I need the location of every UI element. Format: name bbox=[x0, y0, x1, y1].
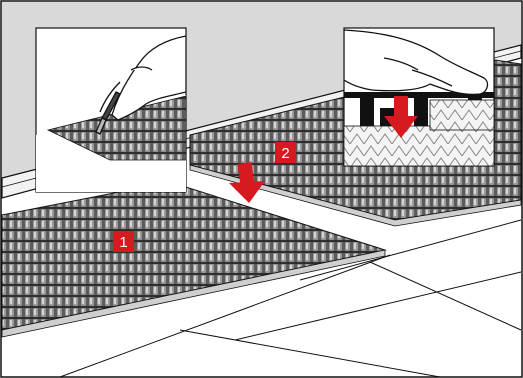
step-badge-1: 1 bbox=[113, 231, 134, 252]
inset-pressing bbox=[344, 28, 494, 166]
step-number: 2 bbox=[281, 145, 289, 162]
inset-cutting bbox=[36, 28, 186, 192]
step-badge-2: 2 bbox=[275, 142, 296, 163]
insulation-dark bbox=[430, 100, 494, 130]
step-number: 1 bbox=[119, 234, 127, 251]
